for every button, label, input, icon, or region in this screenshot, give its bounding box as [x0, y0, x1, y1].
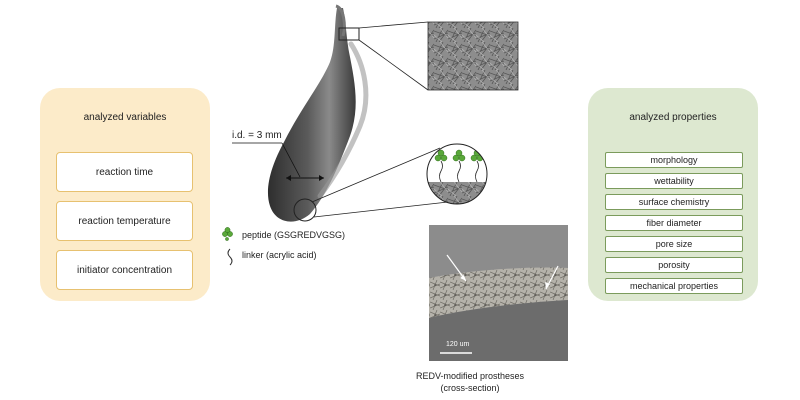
analyzed-properties-title: analyzed properties — [629, 112, 717, 123]
analyzed-properties-panel: analyzed properties morphology wettabili… — [588, 88, 758, 301]
property-mechanical-properties: mechanical properties — [605, 278, 743, 294]
property-fiber-diameter: fiber diameter — [605, 215, 743, 231]
scale-bar-label: 120 um — [446, 341, 470, 348]
linker-icon — [227, 248, 233, 266]
surface-zoom-marker — [293, 198, 317, 222]
analyzed-variables-title: analyzed variables — [83, 112, 167, 123]
property-porosity: porosity — [605, 257, 743, 273]
variable-reaction-time: reaction time — [56, 152, 193, 192]
property-pore-size: pore size — [605, 236, 743, 252]
zoom-region-marker — [338, 27, 360, 41]
legend-peptide-label: peptide (GSGREDVGSG) — [242, 230, 346, 240]
variable-initiator-concentration: initiator concentration — [56, 250, 193, 290]
peptide-icon — [222, 227, 233, 241]
legend-linker-label: linker (acrylic acid) — [242, 250, 317, 260]
property-wettability: wettability — [605, 173, 743, 189]
property-morphology: morphology — [605, 152, 743, 168]
diameter-arrow — [232, 142, 324, 181]
cross-section-micrograph — [429, 225, 568, 361]
analyzed-variables-panel: analyzed variables reaction time reactio… — [40, 88, 210, 301]
caption-line-2: (cross-section) — [440, 383, 500, 393]
variable-reaction-temperature: reaction temperature — [56, 201, 193, 241]
sem-fiber-micrograph — [427, 21, 519, 91]
property-surface-chemistry: surface chemistry — [605, 194, 743, 210]
diameter-label: i.d. = 3 mm — [232, 130, 282, 141]
surface-modification-inset — [426, 143, 488, 205]
vascular-prosthesis-tube — [267, 4, 369, 222]
caption-line-1: REDV-modified prostheses — [415, 371, 525, 381]
